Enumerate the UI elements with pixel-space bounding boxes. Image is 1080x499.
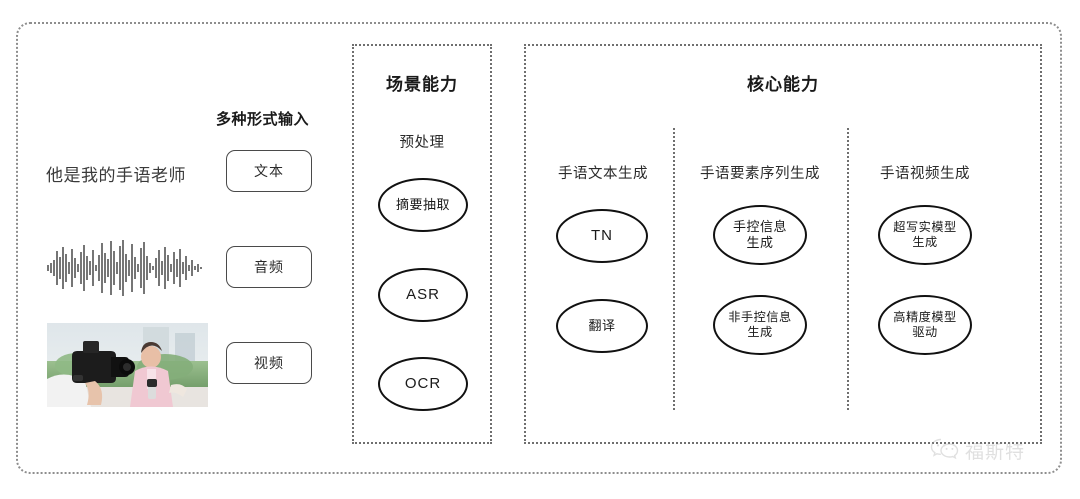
core-column-divider-2 [847,128,849,410]
outer-frame [16,22,1062,474]
video-thumbnail-icon [47,323,208,407]
core-node-nonmanual-info[interactable]: 非手控信息 生成 [713,295,807,355]
core-node-photoreal-model[interactable]: 超写实模型 生成 [878,205,972,265]
input-sample-text: 他是我的手语老师 [46,166,186,185]
modality-pill-audio-label: 音频 [254,259,284,275]
modality-pill-audio[interactable]: 音频 [226,246,312,288]
core-node-translation-label: 翻译 [588,318,616,334]
scene-group-label: 预处理 [399,135,445,151]
scene-node-ocr[interactable]: OCR [378,357,468,411]
modality-pill-video[interactable]: 视频 [226,342,312,384]
modality-pill-video-label: 视频 [254,355,284,371]
scene-capability-title: 场景能力 [386,75,458,94]
scene-capability-panel: 场景能力 预处理 [352,44,492,444]
scene-node-summary[interactable]: 摘要抽取 [378,178,468,232]
core-node-tn-label: TN [591,226,613,244]
core-column-divider-1 [673,128,675,410]
scene-node-summary-label: 摘要抽取 [395,197,450,213]
audio-waveform-icon [42,238,208,298]
core-node-highprecision-model[interactable]: 高精度模型 驱动 [878,295,972,355]
core-column-3-label: 手语视频生成 [880,166,970,182]
core-capability-title: 核心能力 [747,75,819,94]
wechat-logo-icon [930,436,960,465]
modality-pill-text-label: 文本 [254,163,284,179]
core-node-tn[interactable]: TN [556,209,648,263]
core-node-translation[interactable]: 翻译 [556,299,648,353]
scene-node-ocr-label: OCR [404,374,442,392]
core-node-highprecision-model-label: 高精度模型 驱动 [893,310,957,339]
watermark: 福斯特 [930,436,1025,465]
core-node-manual-info-label: 手控信息 生成 [732,219,787,250]
core-capability-panel: 核心能力 [524,44,1042,444]
input-section-heading: 多种形式输入 [216,111,310,128]
core-node-nonmanual-info-label: 非手控信息 生成 [728,310,792,339]
core-node-photoreal-model-label: 超写实模型 生成 [893,220,957,249]
core-node-manual-info[interactable]: 手控信息 生成 [713,205,807,265]
watermark-text: 福斯特 [965,442,1026,463]
scene-node-asr-label: ASR [406,285,440,303]
modality-pill-text[interactable]: 文本 [226,150,312,192]
core-column-2-label: 手语要素序列生成 [700,166,820,182]
core-column-1-label: 手语文本生成 [558,166,648,182]
scene-node-asr[interactable]: ASR [378,268,468,322]
